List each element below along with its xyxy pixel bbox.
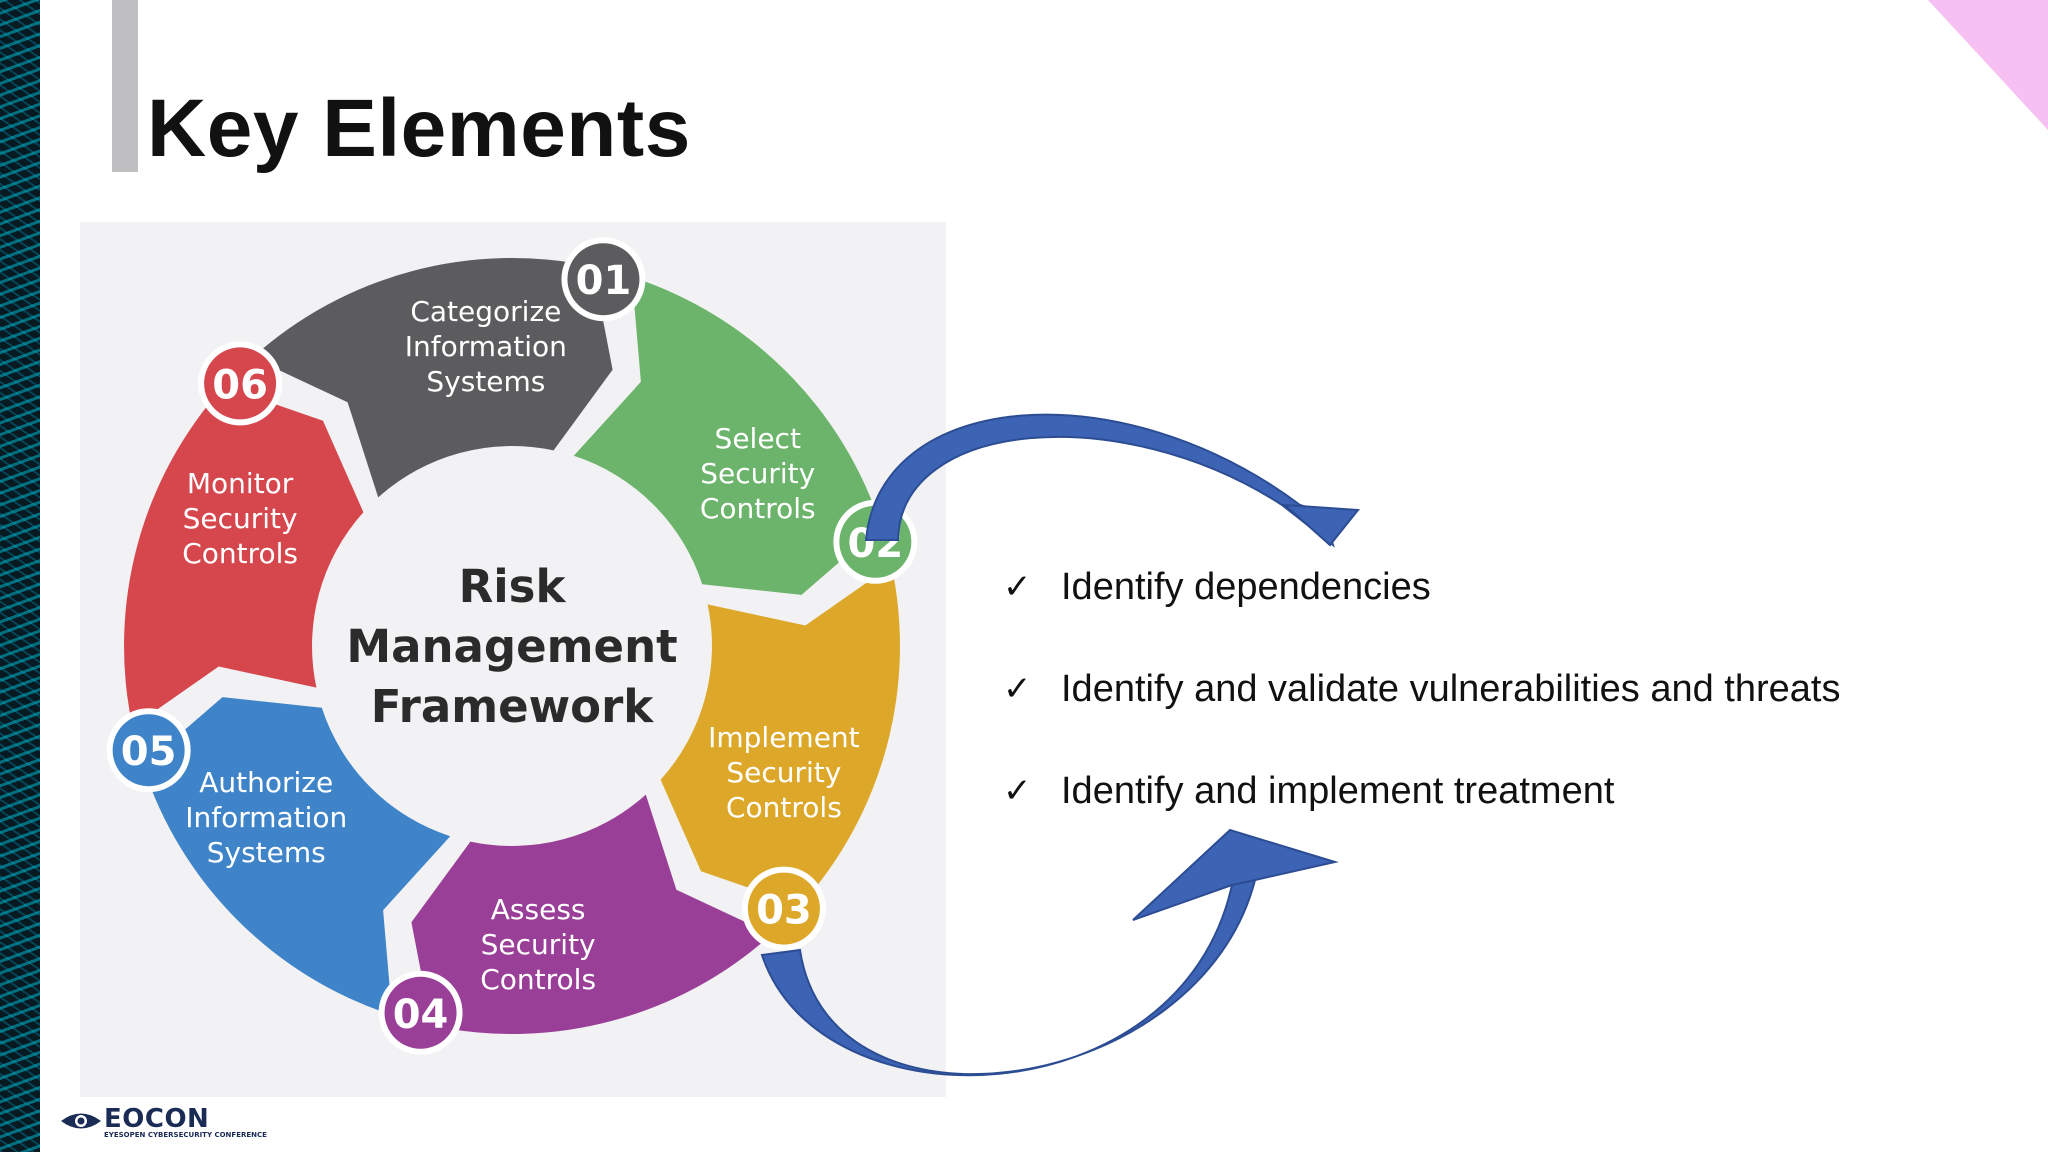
cycle-segment-02 [573,277,881,595]
title-accent-bar [112,0,138,172]
step-number: 04 [393,992,449,1038]
step-number: 06 [212,362,268,408]
cycle-segments [124,258,900,1034]
logo-wordmark: EOCON [104,1104,210,1134]
step-label-line: Information [185,801,347,834]
step-label-line: Controls [182,537,298,570]
check-icon: ✓ [1003,771,1032,811]
bullet-item: ✓ Identify and implement treatment [1003,740,1840,842]
bullet-list: ✓ Identify dependencies ✓ Identify and v… [1003,536,1840,842]
step-badge [204,347,277,420]
check-icon: ✓ [1003,567,1032,607]
step-badge [567,243,640,316]
step-label-line: Systems [426,365,545,398]
center-line-2: Management [346,620,677,673]
step-label-line: Information [405,330,567,363]
bullet-item: ✓ Identify dependencies [1003,536,1840,638]
step-number: 05 [121,729,177,775]
slide-title: Key Elements [147,83,691,174]
cycle-segment-06 [124,386,364,727]
step-number: 03 [756,888,812,934]
step-label-line: Security [726,756,841,789]
cycle-segment-05 [143,697,451,1015]
bottom-curved-arrow [760,878,1257,1077]
step-badge [384,976,457,1049]
step-badge [747,872,820,945]
bullet-item: ✓ Identify and validate vulnerabilities … [1003,638,1840,740]
step-label-line: Assess [491,893,586,926]
cycle-segment-01 [252,258,613,498]
center-label: Risk Management Framework [346,560,677,733]
step-badge [112,714,185,787]
bullet-text: Identify and implement treatment [1061,769,1615,812]
curved-arrows [760,413,1360,1077]
step-label-line: Implement [708,721,860,754]
step-label-line: Select [715,422,801,455]
step-label-line: Controls [480,963,596,996]
eocon-logo: EOCON EYESOPEN CYBERSECURITY CONFERENCE [58,1102,267,1142]
step-label-line: Categorize [410,295,561,328]
step-label-line: Security [183,502,298,535]
step-label-line: Authorize [199,766,333,799]
eye-logo-icon [61,1113,101,1129]
step-number: 01 [576,258,632,304]
left-decorative-strip [0,0,40,1152]
cycle-segment-03 [660,565,900,906]
bullet-text: Identify and validate vulnerabilities an… [1061,667,1841,710]
step-label-line: Monitor [187,467,294,500]
cycle-segment-04 [411,794,772,1034]
bullet-text: Identify dependencies [1061,565,1431,608]
step-label-line: Security [700,457,815,490]
bottom-arrowhead [1132,828,1339,921]
center-line-3: Framework [371,680,655,733]
step-label-line: Systems [207,836,326,869]
center-line-1: Risk [459,560,567,613]
logo-tagline: EYESOPEN CYBERSECURITY CONFERENCE [104,1131,267,1139]
step-label-line: Controls [700,492,816,525]
check-icon: ✓ [1003,669,1032,709]
step-label-line: Security [481,928,596,961]
step-labels: CategorizeInformationSystemsSelectSecuri… [182,295,859,996]
top-curved-arrow [864,413,1335,548]
step-label-line: Controls [726,791,842,824]
top-arrowhead [1282,503,1360,547]
